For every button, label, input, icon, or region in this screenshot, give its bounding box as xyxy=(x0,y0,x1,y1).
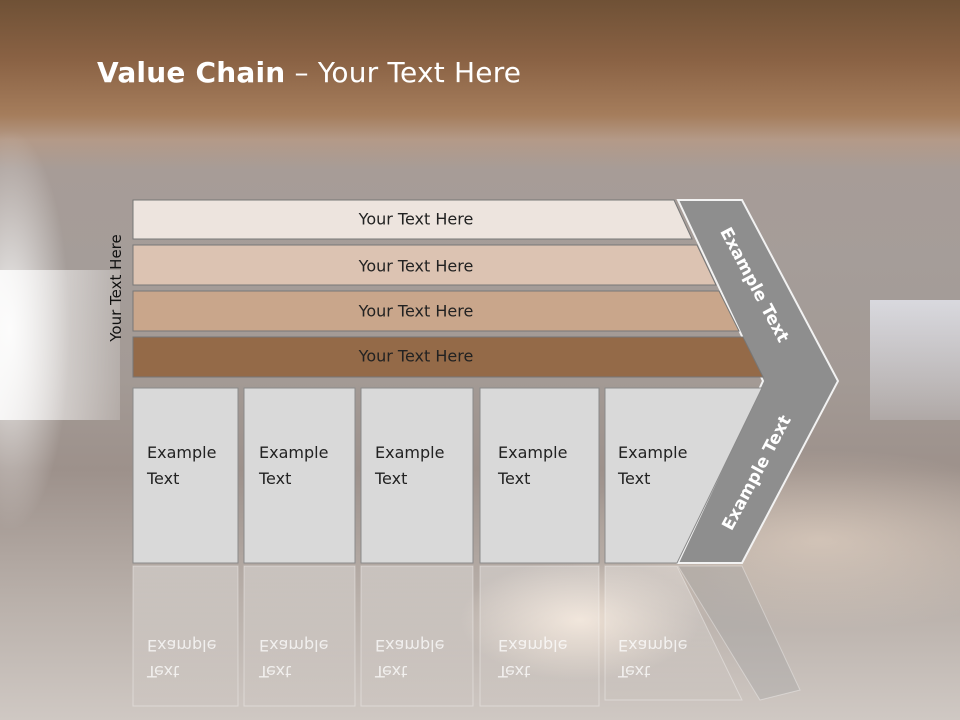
box-line-1: Example xyxy=(259,443,328,462)
chevron-arrow[interactable] xyxy=(676,199,840,564)
title-bold: Value Chain xyxy=(97,56,286,89)
box-line-2: Text xyxy=(146,469,179,488)
box-line-2: Text xyxy=(497,469,530,488)
box-shape xyxy=(360,387,474,564)
title-rest: – Your Text Here xyxy=(285,56,522,89)
diagram-reflection xyxy=(132,565,801,707)
box-shape xyxy=(132,387,239,564)
example-box[interactable]: Example Text xyxy=(132,387,239,564)
box-line-1: Example xyxy=(375,443,444,462)
bar-shape xyxy=(132,290,740,332)
box-shape xyxy=(604,387,763,564)
example-box[interactable]: Example Text xyxy=(243,387,356,564)
bar-row[interactable]: Your Text Here xyxy=(132,290,740,332)
example-box[interactable]: Example Text xyxy=(604,387,763,564)
bar-row[interactable]: Your Text Here xyxy=(132,336,764,378)
background-window xyxy=(0,270,120,420)
bar-shape xyxy=(132,336,764,378)
slide-title[interactable]: Value Chain – Your Text Here xyxy=(97,56,521,89)
box-shape xyxy=(243,387,356,564)
box-line-1: Example xyxy=(147,443,216,462)
box-shape xyxy=(479,387,600,564)
example-box[interactable]: Example Text xyxy=(360,387,474,564)
bar-label: Your Text Here xyxy=(358,347,474,366)
box-line-1: Example xyxy=(618,443,687,462)
bar-row[interactable]: Your Text Here xyxy=(132,244,717,286)
bar-label: Your Text Here xyxy=(358,210,474,229)
bar-label: Your Text Here xyxy=(358,257,474,276)
bar-shape xyxy=(132,244,717,286)
box-line-1: Example xyxy=(498,443,567,462)
bar-shape xyxy=(132,199,693,240)
box-line-2: Text xyxy=(617,469,650,488)
bar-row[interactable]: Your Text Here xyxy=(132,199,693,240)
box-line-2: Text xyxy=(258,469,291,488)
background-window xyxy=(870,300,960,420)
example-box[interactable]: Example Text xyxy=(479,387,600,564)
box-line-2: Text xyxy=(374,469,407,488)
bar-label: Your Text Here xyxy=(358,302,474,321)
